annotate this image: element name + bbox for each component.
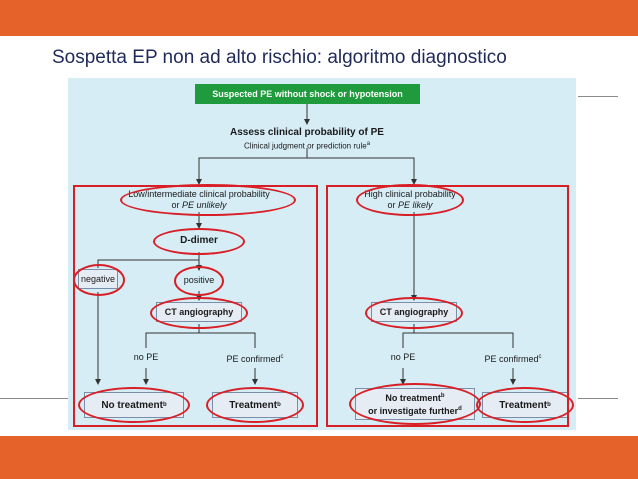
start-node: Suspected PE without shock or hypotensio… xyxy=(195,84,420,104)
top-band-edge xyxy=(0,36,638,41)
highlight-ellipse xyxy=(206,387,304,423)
decorative-rule xyxy=(0,398,68,399)
right-no-pe: no PE xyxy=(390,352,416,362)
highlight-ellipse xyxy=(365,297,463,329)
highlight-ellipse xyxy=(120,184,296,216)
highlight-ellipse xyxy=(349,383,481,425)
connector-lines xyxy=(95,104,516,385)
left-no-pe: no PE xyxy=(133,352,159,362)
top-orange-band xyxy=(0,0,638,40)
highlight-ellipse xyxy=(153,228,245,255)
assess-title: Assess clinical probability of PE xyxy=(230,127,384,138)
highlight-ellipse xyxy=(78,387,190,423)
left-pe-confirmed: PE confirmedc xyxy=(226,354,284,364)
decorative-rule xyxy=(578,96,618,97)
bottom-orange-band xyxy=(0,432,638,479)
highlight-ellipse xyxy=(150,297,248,329)
decorative-rule xyxy=(578,398,618,399)
right-pe-confirmed: PE confirmedc xyxy=(484,354,542,364)
right-highlight-frame xyxy=(326,185,569,427)
highlight-ellipse xyxy=(73,264,125,296)
highlight-ellipse xyxy=(356,184,464,216)
assess-subtitle: Clinical judgment or prediction rulea xyxy=(243,141,371,151)
bottom-band-edge xyxy=(0,432,638,436)
highlight-ellipse xyxy=(476,387,574,423)
diagram-panel xyxy=(68,78,576,430)
highlight-ellipse xyxy=(174,266,224,296)
slide-title: Sospetta EP non ad alto rischio: algorit… xyxy=(52,47,507,68)
